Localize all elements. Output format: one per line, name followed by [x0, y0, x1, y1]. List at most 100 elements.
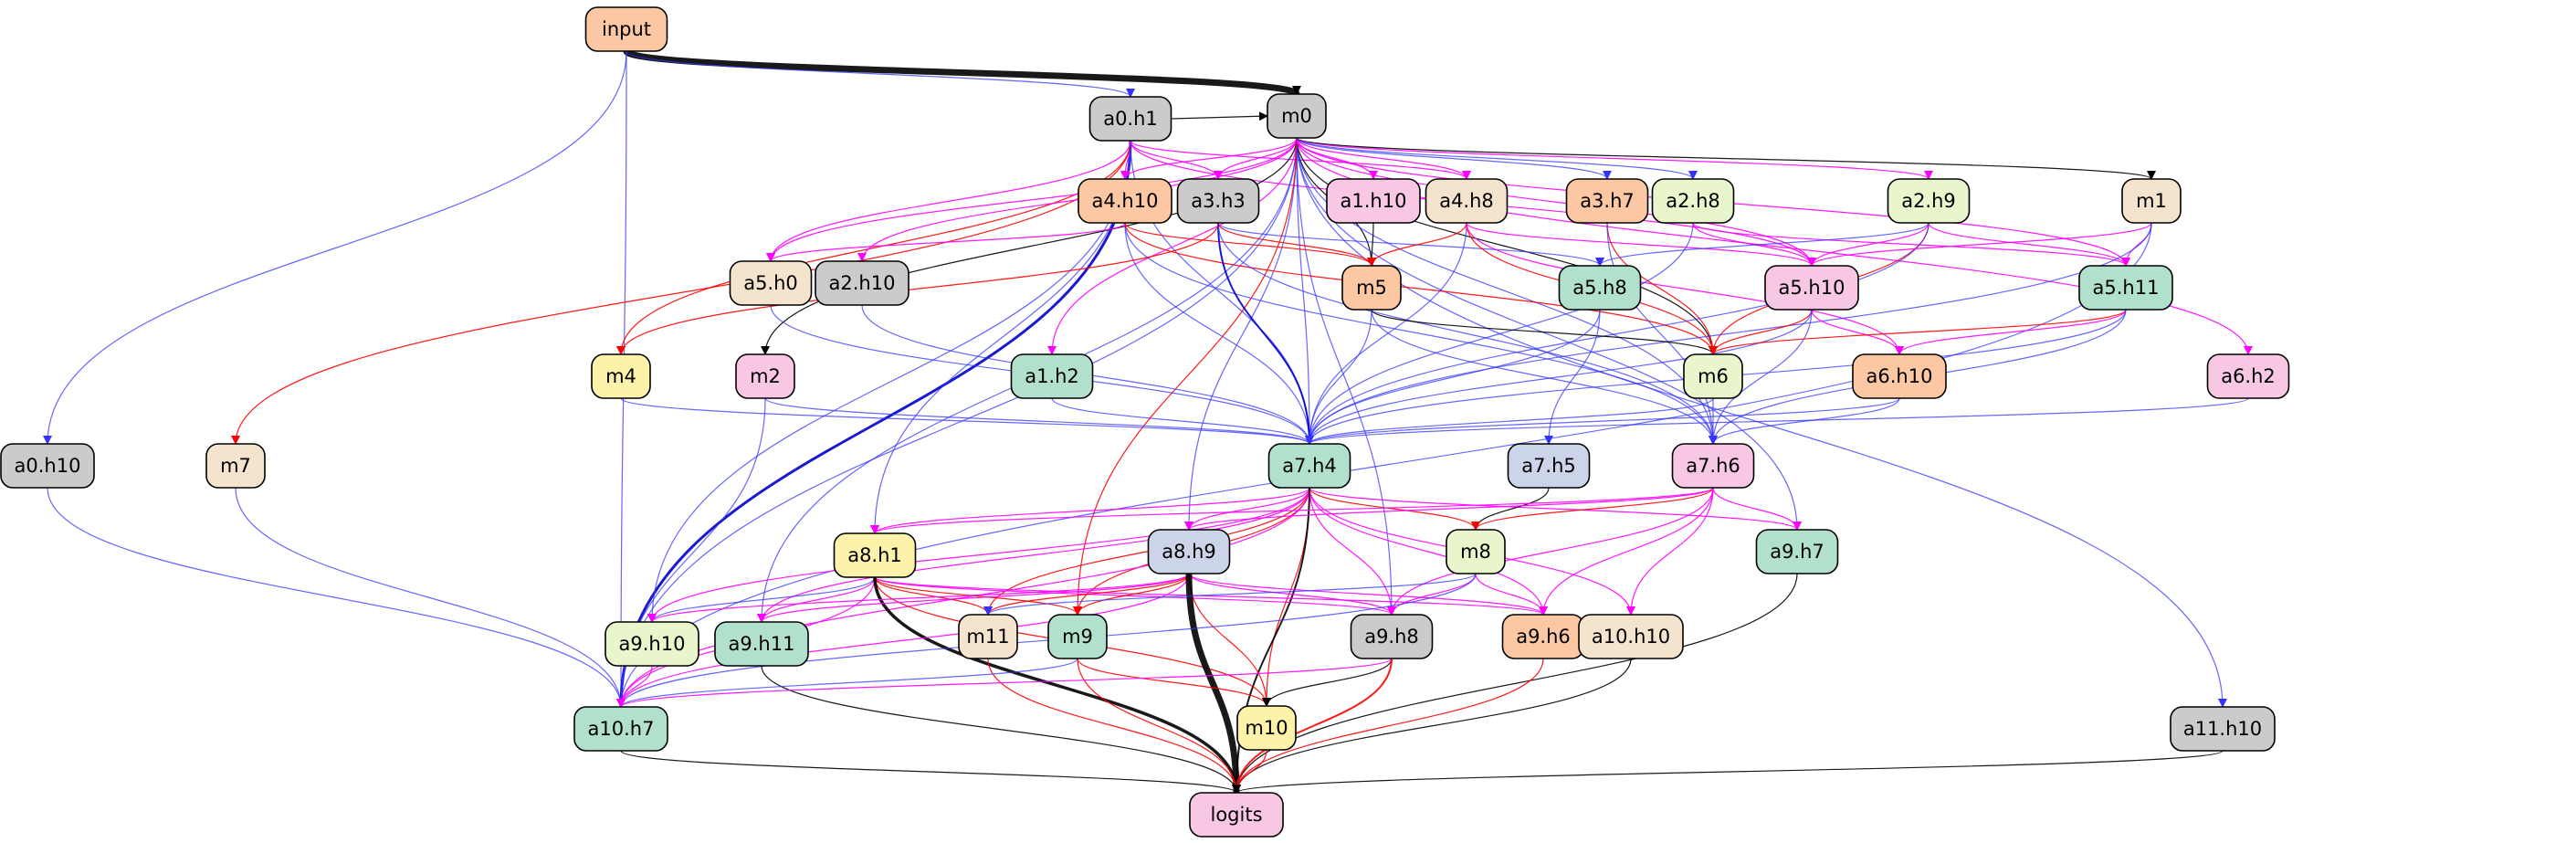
edge-a7h6-to-a8h1: [870, 487, 1714, 534]
edge-a5h11-to-m6: [1709, 309, 2127, 355]
edge-a8h9-to-a10h7: [616, 573, 1190, 708]
edge-a5h8-to-a7h4: [1305, 309, 1601, 445]
node-box-m5: [1341, 265, 1402, 311]
edge-m0-to-a2h8: [1296, 137, 1698, 180]
node-label-a8h1: a8.h1: [847, 544, 902, 566]
node-label-m9: m9: [1062, 626, 1093, 648]
node-box-m8: [1446, 529, 1506, 574]
node-box-a2h10: [815, 260, 909, 306]
node-m10: m10: [1236, 705, 1297, 751]
edge-m0-to-a10h7: [616, 137, 1298, 708]
node-box-a10h10: [1578, 614, 1684, 659]
edge-a7h6-to-a9h6: [1539, 487, 1714, 616]
node-m9: m9: [1047, 614, 1108, 659]
node-label-m7: m7: [220, 455, 251, 477]
edge-a3h3-to-a5h8: [1217, 222, 1604, 267]
edge-a11h10-to-logits: [1232, 750, 2224, 794]
node-box-a4h8: [1425, 178, 1509, 224]
edge-m11-to-logits: [987, 658, 1241, 794]
node-box-m0: [1267, 93, 1327, 139]
edge-a7h4-to-a9h7: [1309, 487, 1802, 531]
node-a0h10: a0.h10: [0, 443, 95, 489]
node-label-logits: logits: [1210, 804, 1262, 826]
node-label-m0: m0: [1281, 105, 1312, 127]
edge-m0-to-a4h10: [1120, 137, 1298, 180]
node-box-a2h9: [1887, 178, 1971, 224]
node-m2: m2: [735, 353, 795, 399]
node-box-a8h1: [833, 532, 917, 578]
edge-a3h7-to-m6: [1606, 222, 1718, 355]
node-label-a2h8: a2.h8: [1666, 190, 1720, 212]
node-box-m10: [1236, 705, 1297, 751]
node-a4h8: a4.h8: [1425, 178, 1509, 224]
edge-a0h1-to-m4: [616, 140, 1131, 355]
node-a10h10: a10.h10: [1578, 614, 1684, 659]
edge-a3h3-to-m5: [1217, 222, 1376, 267]
edge-m0-to-a9h7: [1296, 137, 1802, 531]
edge-a8h1-to-logits: [873, 576, 1241, 794]
node-label-a9h6: a9.h6: [1516, 626, 1571, 648]
edge-m2-to-a7h4: [764, 397, 1314, 445]
node-a2h8: a2.h8: [1651, 178, 1735, 224]
node-a2h9: a2.h9: [1887, 178, 1971, 224]
node-box-a9h10: [605, 621, 699, 667]
edge-a3h3-to-a7h6: [1217, 222, 1718, 445]
node-box-a7h6: [1671, 443, 1755, 489]
node-label-a1h2: a1.h2: [1025, 365, 1079, 387]
node-label-a5h0: a5.h0: [743, 272, 798, 294]
node-box-a7h4: [1267, 443, 1351, 489]
edge-a1h2-to-a7h4: [1051, 397, 1314, 445]
edge-m1-to-a5h10: [1807, 222, 2152, 267]
node-box-m9: [1047, 614, 1108, 659]
node-a0h1: a0.h1: [1088, 96, 1172, 142]
edge-m8-to-m11: [983, 573, 1477, 616]
edge-a4h8-to-a5h10: [1466, 222, 1816, 267]
node-a9h10: a9.h10: [605, 621, 699, 667]
edge-input-to-a0h1: [626, 50, 1135, 98]
node-label-a5h10: a5.h10: [1779, 277, 1845, 299]
edge-m0-to-a2h9: [1296, 137, 1933, 180]
edge-a0h1-to-m0: [1171, 111, 1268, 121]
edge-m0-to-m1: [1296, 137, 2156, 180]
edge-a9h6-to-logits: [1232, 658, 1544, 794]
node-box-a0h1: [1088, 96, 1172, 142]
edge-a7h6-to-m8: [1471, 487, 1714, 531]
node-m11: m11: [958, 614, 1018, 659]
node-a2h10: a2.h10: [815, 260, 909, 306]
node-m1: m1: [2121, 178, 2182, 224]
edge-a9h7-to-logits: [1232, 573, 1798, 794]
edge-a9h8-to-m10: [1262, 658, 1393, 707]
node-label-a0h10: a0.h10: [15, 455, 81, 477]
node-label-a2h10: a2.h10: [829, 272, 896, 294]
edge-a7h4-to-a8h1: [870, 487, 1310, 534]
node-input: input: [584, 6, 668, 52]
edge-a1h10-to-m5: [1367, 222, 1377, 267]
node-label-a8h9: a8.h9: [1162, 541, 1216, 563]
node-a3h7: a3.h7: [1565, 178, 1649, 224]
node-m4: m4: [591, 353, 651, 399]
edge-a8h9-to-logits: [1185, 573, 1241, 794]
node-box-m6: [1683, 353, 1743, 399]
edge-a2h9-to-a5h8: [1595, 222, 1929, 267]
node-label-a7h4: a7.h4: [1282, 455, 1337, 477]
node-box-a10h7: [573, 706, 668, 752]
node-label-a9h7: a9.h7: [1770, 541, 1824, 563]
node-m5: m5: [1341, 265, 1402, 311]
edge-a8h9-to-a9h6: [1188, 573, 1548, 616]
edge-a8h1-to-a9h11: [757, 576, 876, 623]
edge-a8h9-to-a9h11: [757, 573, 1190, 623]
edge-a7h6-to-a9h7: [1712, 487, 1802, 531]
node-a7h6: a7.h6: [1671, 443, 1755, 489]
edge-a8h9-to-m9: [1073, 573, 1190, 616]
edge-m9-to-m10: [1077, 658, 1271, 707]
edge-a8h9-to-a9h10: [647, 573, 1190, 623]
edge-a5h8-to-a7h5: [1544, 309, 1601, 445]
node-box-a3h3: [1176, 178, 1260, 224]
edge-m0-to-a1h2: [1047, 137, 1298, 355]
edge-a8h1-to-m11: [874, 576, 993, 616]
edge-m0-to-a11h10: [1296, 137, 2227, 708]
edge-m0-to-a3h7: [1296, 137, 1612, 180]
edge-a7h6-to-a8h9: [1184, 487, 1714, 531]
node-a5h8: a5.h8: [1558, 265, 1642, 311]
